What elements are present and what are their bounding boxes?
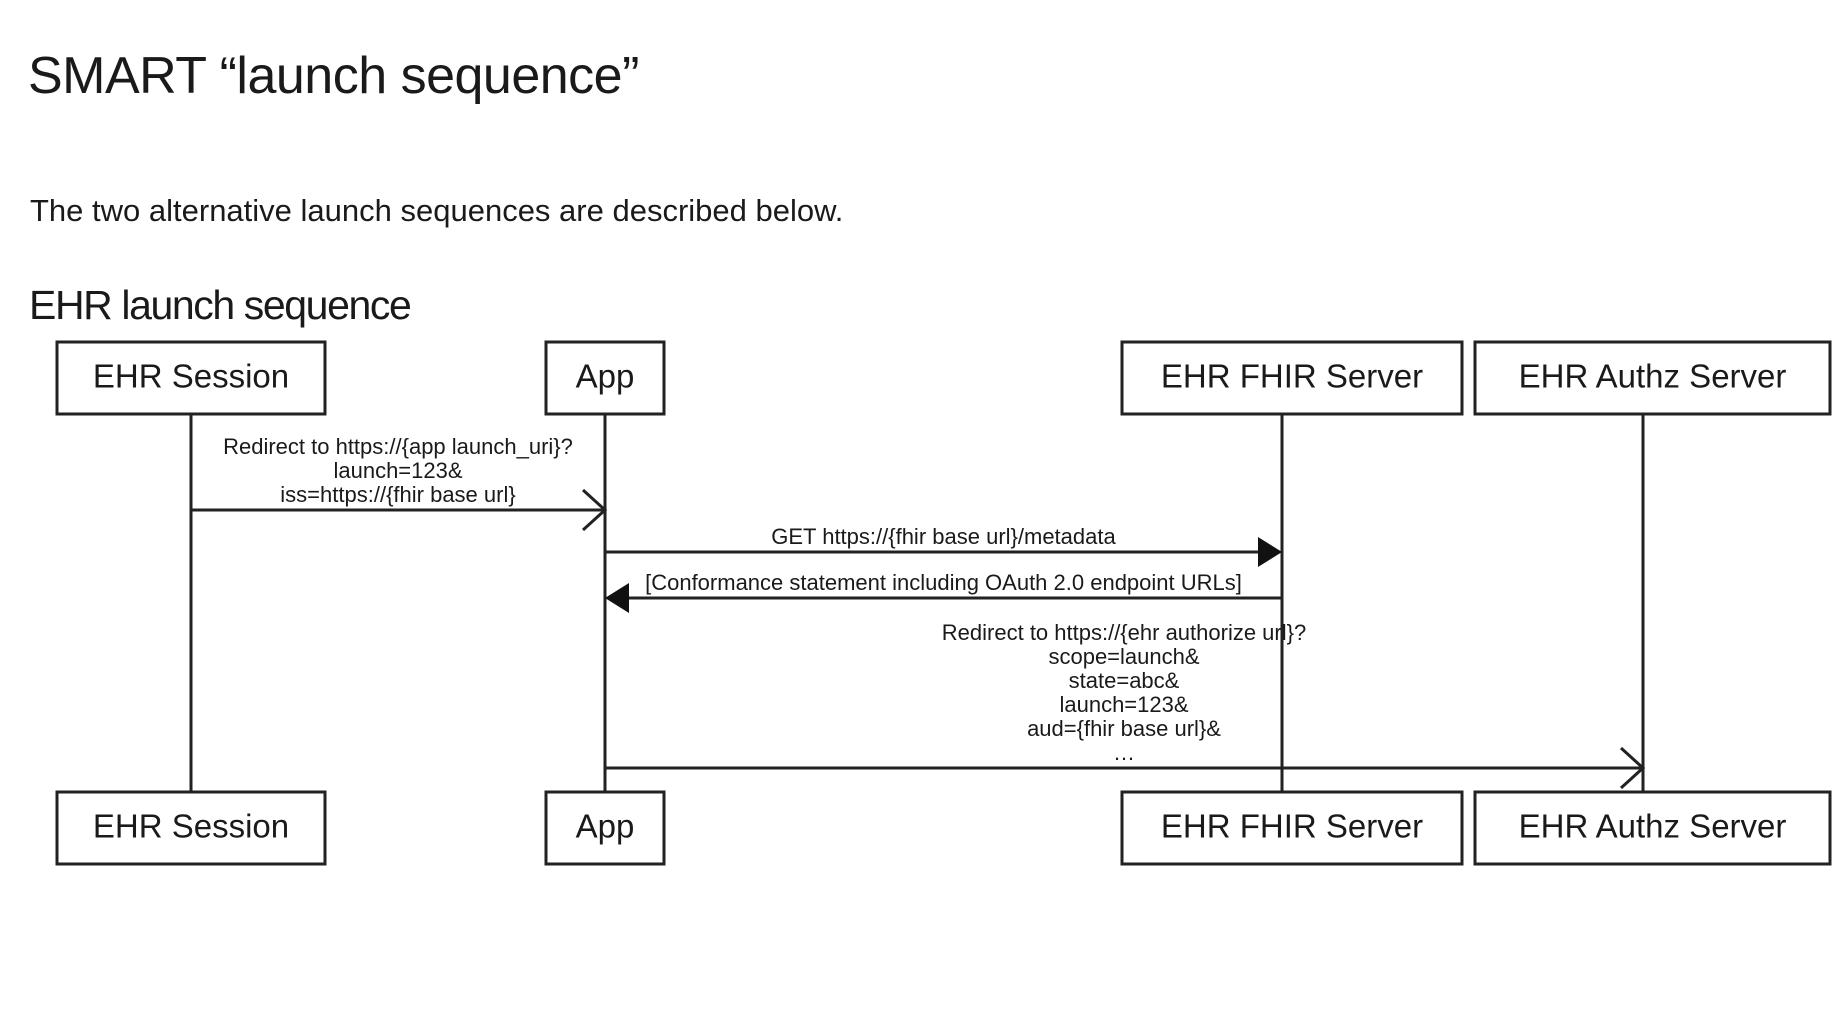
participant-box-app-top: App [544, 340, 666, 416]
messages-layer: Redirect to https://{app launch_uri}?lau… [191, 434, 1646, 790]
message-arrowhead-open [1619, 746, 1646, 790]
participant-box-app-bottom: App [544, 790, 666, 866]
section-heading: EHR launch sequence [29, 282, 412, 329]
message-arrowhead-open [581, 488, 608, 532]
page-title: SMART “launch sequence” [28, 46, 639, 105]
message-label-line: scope=launch& [1048, 644, 1199, 669]
participant-label-ehr-fhir-server: EHR FHIR Server [1161, 808, 1423, 845]
sequence-diagram-canvas: Redirect to https://{app launch_uri}?lau… [55, 340, 1832, 866]
message-msg-get-metadata: GET https://{fhir base url}/metadata [605, 524, 1282, 567]
message-label-line: launch=123& [1059, 692, 1188, 717]
participant-box-ehr-authz-server-bottom: EHR Authz Server [1473, 790, 1832, 866]
message-arrowhead-solid [605, 583, 629, 613]
participant-label-ehr-authz-server: EHR Authz Server [1519, 808, 1787, 845]
participant-label-app: App [576, 358, 635, 395]
participant-label-ehr-session: EHR Session [93, 358, 289, 395]
message-label-line: state=abc& [1069, 668, 1180, 693]
message-msg-redirect-launch: Redirect to https://{app launch_uri}?lau… [191, 434, 608, 532]
participant-box-ehr-session-top: EHR Session [55, 340, 327, 416]
sequence-diagram: Redirect to https://{app launch_uri}?lau… [0, 330, 1838, 1020]
message-label-line: GET https://{fhir base url}/metadata [771, 524, 1116, 549]
intro-paragraph: The two alternative launch sequences are… [30, 193, 844, 228]
message-label: Redirect to https://{app launch_uri}?lau… [223, 434, 573, 507]
lifelines-layer [189, 414, 1645, 792]
participant-label-ehr-authz-server: EHR Authz Server [1519, 358, 1787, 395]
message-arrowhead-solid [1258, 537, 1282, 567]
message-label-line: [Conformance statement including OAuth 2… [645, 570, 1242, 595]
message-msg-conformance-statement: [Conformance statement including OAuth 2… [605, 570, 1282, 613]
message-label-line: iss=https://{fhir base url} [280, 482, 515, 507]
participant-box-ehr-session-bottom: EHR Session [55, 790, 327, 866]
participant-box-ehr-fhir-server-top: EHR FHIR Server [1120, 340, 1464, 416]
participant-label-ehr-session: EHR Session [93, 808, 289, 845]
message-label: GET https://{fhir base url}/metadata [771, 524, 1116, 549]
message-label: Redirect to https://{ehr authorize url}?… [942, 620, 1306, 765]
message-label-line: … [1113, 740, 1135, 765]
participant-label-ehr-fhir-server: EHR FHIR Server [1161, 358, 1423, 395]
participant-label-app: App [576, 808, 635, 845]
participant-box-ehr-fhir-server-bottom: EHR FHIR Server [1120, 790, 1464, 866]
message-label: [Conformance statement including OAuth 2… [645, 570, 1242, 595]
message-label-line: Redirect to https://{app launch_uri}? [223, 434, 573, 459]
message-label-line: aud={fhir base url}& [1027, 716, 1221, 741]
message-label-line: launch=123& [333, 458, 462, 483]
message-label-line: Redirect to https://{ehr authorize url}? [942, 620, 1306, 645]
message-msg-redirect-authorize: Redirect to https://{ehr authorize url}?… [605, 620, 1646, 790]
participant-box-ehr-authz-server-top: EHR Authz Server [1473, 340, 1832, 416]
